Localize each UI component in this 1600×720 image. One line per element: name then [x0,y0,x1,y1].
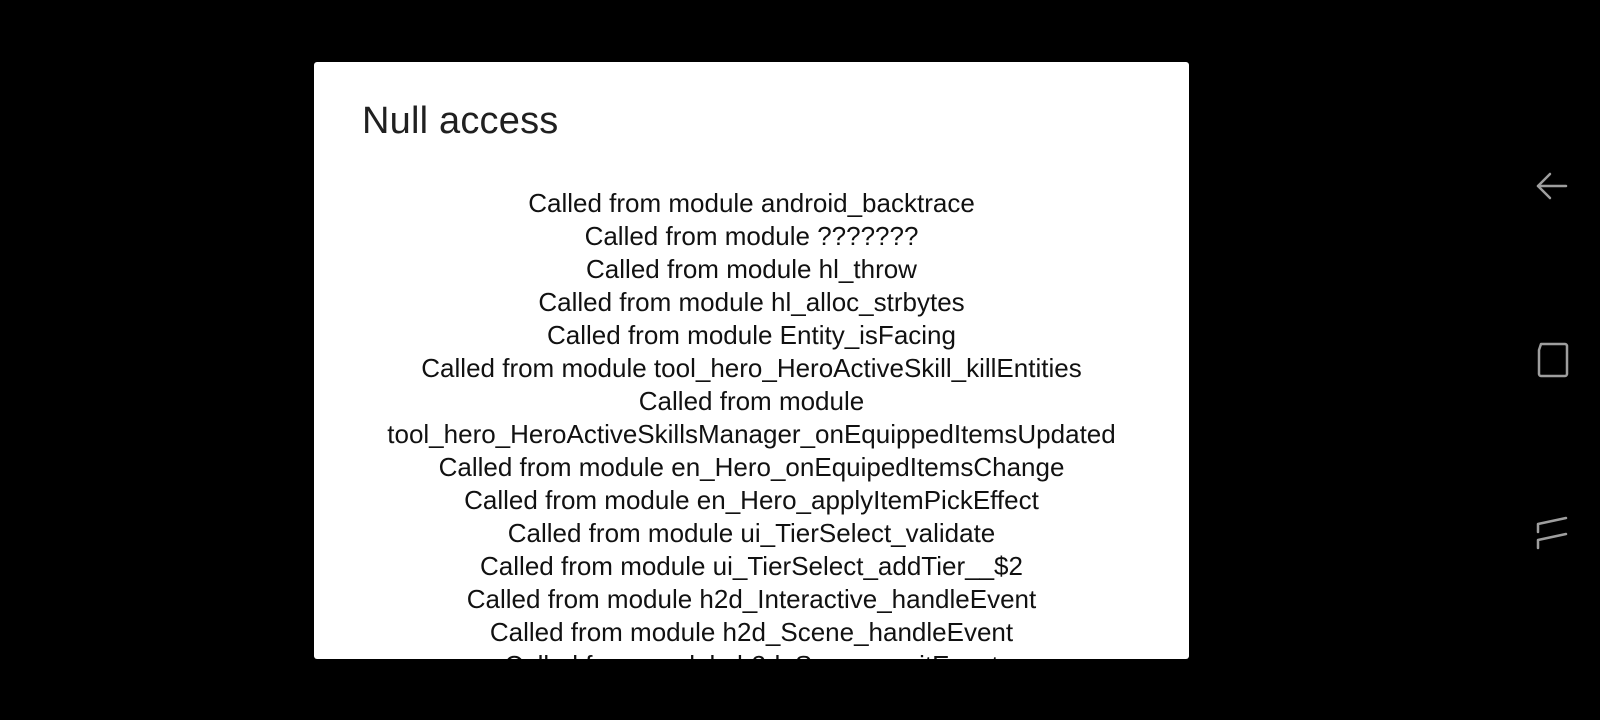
stack-line: tool_hero_HeroActiveSkillsManager_onEqui… [387,419,1116,449]
navigation-bar [1500,0,1600,720]
back-button[interactable] [1530,164,1574,208]
stack-line: Called from module en_Hero_onEquipedItem… [438,452,1065,482]
stack-line: Called from module h2d_Interactive_handl… [466,584,1037,614]
stack-line: Called from module en_Hero_applyItemPick… [464,485,1039,515]
home-button[interactable] [1530,338,1574,382]
recents-button[interactable] [1530,512,1574,556]
error-dialog: Null access Called from module android_b… [314,62,1189,659]
stack-line: Called from module hl_alloc_strbytes [538,287,965,317]
home-square-icon [1537,342,1569,378]
stack-line: Called from module h2d_Scene_emitEvent [344,649,1159,659]
stack-line: Called from module tool_hero_HeroActiveS… [421,353,1082,383]
stack-line: Called from module h2d_Scene_handleEvent [489,617,1014,647]
stack-line: Called from module [638,386,865,416]
stack-line: Called from module ui_TierSelect_validat… [507,518,996,548]
recents-icon [1536,516,1568,550]
stack-line: Called from module android_backtrace [528,188,975,218]
stack-line: Called from module Entity_isFacing [547,320,956,350]
stack-line: Called from module hl_throw [586,254,917,284]
dialog-message[interactable]: Called from module android_backtrace Cal… [314,187,1189,659]
dialog-title: Null access [362,100,559,142]
back-arrow-icon [1536,172,1568,200]
stack-line: Called from module ??????? [584,221,919,251]
stack-line: Called from module ui_TierSelect_addTier… [480,551,1023,581]
